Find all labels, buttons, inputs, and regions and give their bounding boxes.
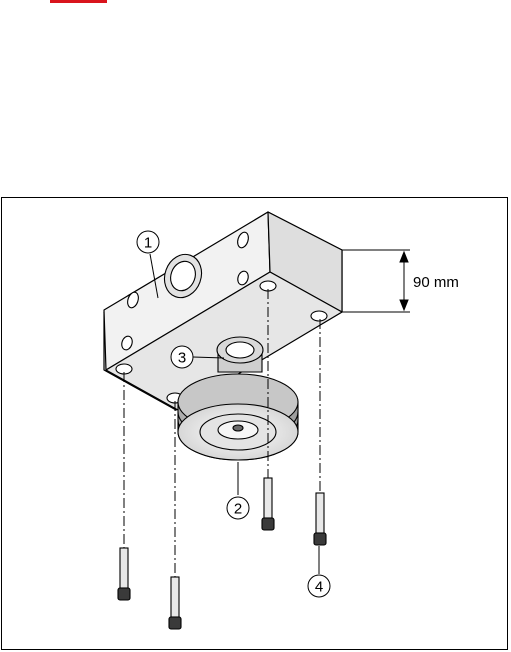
callout-4: 4 bbox=[308, 575, 330, 597]
screw-4 bbox=[169, 577, 181, 629]
callout-1: 1 bbox=[137, 231, 159, 253]
svg-text:4: 4 bbox=[315, 579, 323, 596]
callout-3: 3 bbox=[171, 346, 193, 368]
dimension-lines bbox=[342, 250, 410, 312]
svg-text:1: 1 bbox=[144, 235, 152, 252]
mounting-screws bbox=[118, 478, 326, 629]
callout-2: 2 bbox=[227, 497, 249, 519]
svg-text:2: 2 bbox=[234, 501, 242, 518]
screw-1 bbox=[262, 478, 274, 530]
screw-2 bbox=[314, 493, 326, 545]
svg-text:3: 3 bbox=[178, 350, 186, 367]
dimension-label: 90 mm bbox=[413, 274, 459, 291]
screw-3 bbox=[118, 548, 130, 600]
